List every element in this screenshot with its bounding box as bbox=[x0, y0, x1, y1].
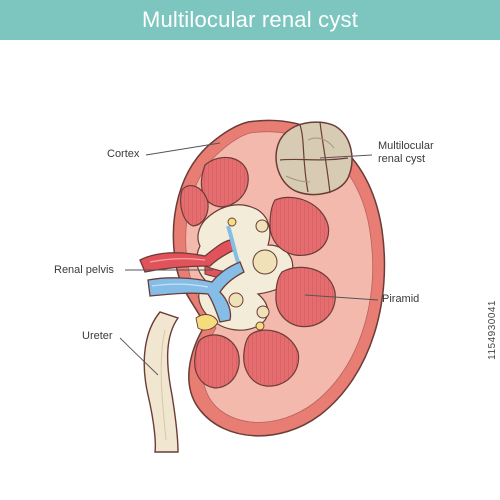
renal-pelvis-label: Renal pelvis bbox=[54, 264, 114, 276]
multilocular-cyst-label: Multilocular renal cyst bbox=[378, 140, 468, 166]
title-banner: Multilocular renal cyst bbox=[0, 0, 500, 40]
calyces bbox=[228, 219, 278, 319]
stock-id: 1154930041 bbox=[487, 300, 498, 360]
pyramids bbox=[180, 156, 336, 389]
ureter-label: Ureter bbox=[82, 330, 113, 342]
pyramid bbox=[243, 329, 300, 387]
cortex-label: Cortex bbox=[107, 148, 140, 160]
renal-vein bbox=[147, 225, 245, 323]
page-title: Multilocular renal cyst bbox=[141, 7, 359, 32]
pyramid bbox=[180, 185, 209, 227]
piramid-label: Piramid bbox=[382, 293, 420, 305]
leader-lines bbox=[119, 142, 379, 376]
cyst-label-line2: renal cyst bbox=[378, 153, 426, 165]
pyramid bbox=[275, 266, 336, 328]
hilar-fat bbox=[195, 217, 265, 331]
pyramid bbox=[194, 334, 240, 389]
cyst-label-line1: Multilocular bbox=[378, 140, 434, 152]
pyramid bbox=[269, 196, 330, 256]
multilocular-cyst bbox=[275, 121, 353, 196]
